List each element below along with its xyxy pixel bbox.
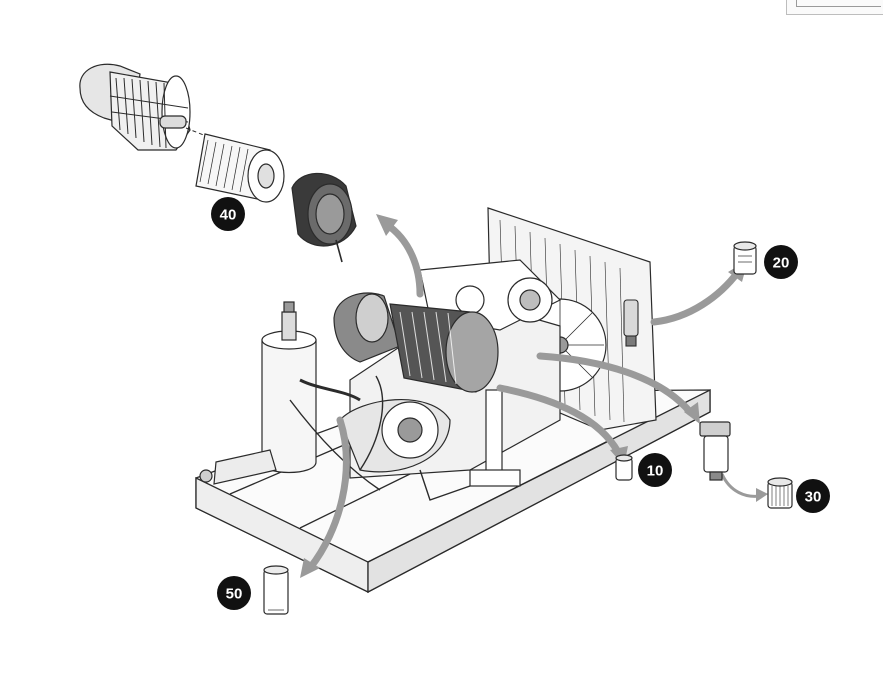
mounted-air-cleaner (333, 292, 499, 393)
callout-10: 10 (638, 453, 672, 487)
arrow-to-10 (496, 384, 622, 456)
svg-text:20: 20 (773, 255, 790, 272)
arrow-to-20 (650, 268, 742, 326)
removal-arrows (306, 220, 742, 572)
exploded-connector-line (185, 127, 207, 137)
callout-50: 50 (217, 576, 251, 610)
svg-text:30: 30 (805, 489, 822, 506)
air-filter-element (195, 133, 285, 203)
fuel-filter-mount (623, 299, 639, 347)
fuel-filter-head (699, 421, 731, 481)
arrow-to-30 (720, 473, 761, 498)
air-filter-end-cap (291, 172, 357, 263)
air-filter-housing-exploded (79, 63, 191, 151)
part-50-filter (263, 565, 289, 615)
part-30-filter (767, 477, 793, 509)
svg-text:10: 10 (647, 463, 664, 480)
callout-30: 30 (796, 479, 830, 513)
callout-20: 20 (764, 245, 798, 279)
part-10-filter (615, 454, 633, 481)
arrow-head-30 (756, 488, 768, 502)
svg-text:40: 40 (220, 207, 237, 224)
arrow-to-50 (306, 416, 350, 572)
piping (289, 375, 471, 501)
receiver-tank (199, 301, 361, 485)
corner-widget (786, 0, 883, 15)
svg-text:50: 50 (226, 586, 243, 603)
arrow-to-40 (382, 220, 424, 298)
arrow-to-30-filter (536, 352, 694, 416)
part-20-filter (733, 241, 757, 275)
callout-40: 40 (211, 197, 245, 231)
